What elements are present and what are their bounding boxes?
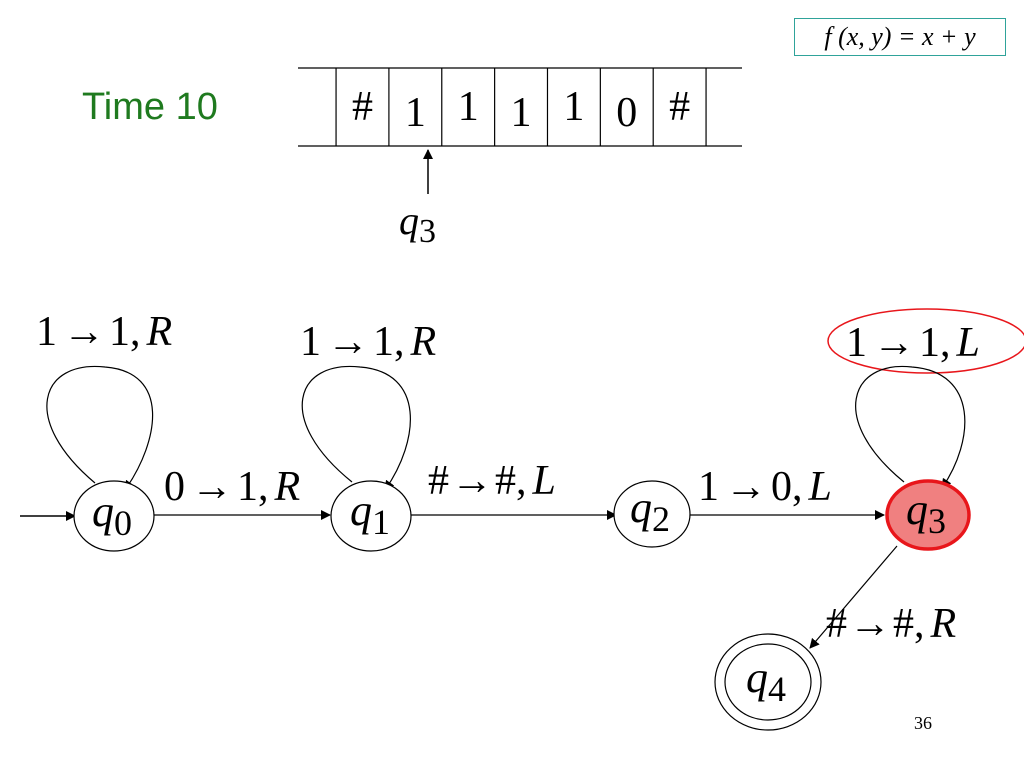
self-loop-q3: [855, 365, 966, 489]
tape-cell: 1: [405, 90, 426, 136]
state-label-q1: q1: [350, 486, 390, 542]
transition-label-q1-q2: #→#,L: [428, 458, 556, 504]
state-label-q2: q2: [630, 483, 670, 539]
edge-q3-q4: [809, 545, 898, 649]
self-loop-q1: [301, 365, 411, 491]
transition-label-q0-q1: 0→1,R: [164, 464, 300, 510]
state-q4: [724, 643, 812, 721]
self-loop-q0: [46, 365, 154, 491]
tape-cell: 1: [458, 84, 479, 130]
state-label-q3: q3: [906, 485, 946, 541]
tape-head: q3: [399, 149, 436, 250]
tape-cell: 1: [511, 90, 532, 136]
transition-label-q3-q4: #→#,R: [826, 601, 956, 647]
highlight-ellipse: [827, 308, 1024, 374]
state-label-q4: q4: [746, 653, 786, 709]
states: [73, 479, 971, 731]
transition-label-q2-q3: 1→0,L: [698, 464, 832, 510]
state-q3: [885, 479, 971, 551]
tape-cell: #: [669, 84, 690, 130]
tape-head-state-label: q3: [399, 198, 436, 250]
tape-cell: #: [352, 84, 373, 130]
state-label-q0: q0: [92, 487, 132, 543]
tape-cell: 0: [616, 90, 637, 136]
state-q0: [73, 480, 155, 552]
state-q2: [613, 480, 691, 548]
time-label: Time 10: [82, 86, 218, 128]
formula-box: f (x, y) = x + y: [794, 18, 1006, 56]
state-q1: [330, 480, 412, 552]
transition-label-q3-q3: 1→1,L: [846, 320, 980, 366]
tape-dividers: [335, 68, 707, 146]
state-labels: q0 q1 q2 q3 q4: [92, 483, 946, 709]
transition-label-q0-q0: 1→1,R: [36, 309, 172, 355]
edges: [46, 365, 966, 649]
transition-labels: 1→1,R 1→1,R 1→1,L 0→1,R #→#,L 1→0,L #→#,…: [36, 309, 980, 647]
transition-label-q1-q1: 1→1,R: [300, 319, 436, 365]
page-number: 36: [914, 713, 932, 733]
tape-cell: 1: [563, 84, 584, 130]
